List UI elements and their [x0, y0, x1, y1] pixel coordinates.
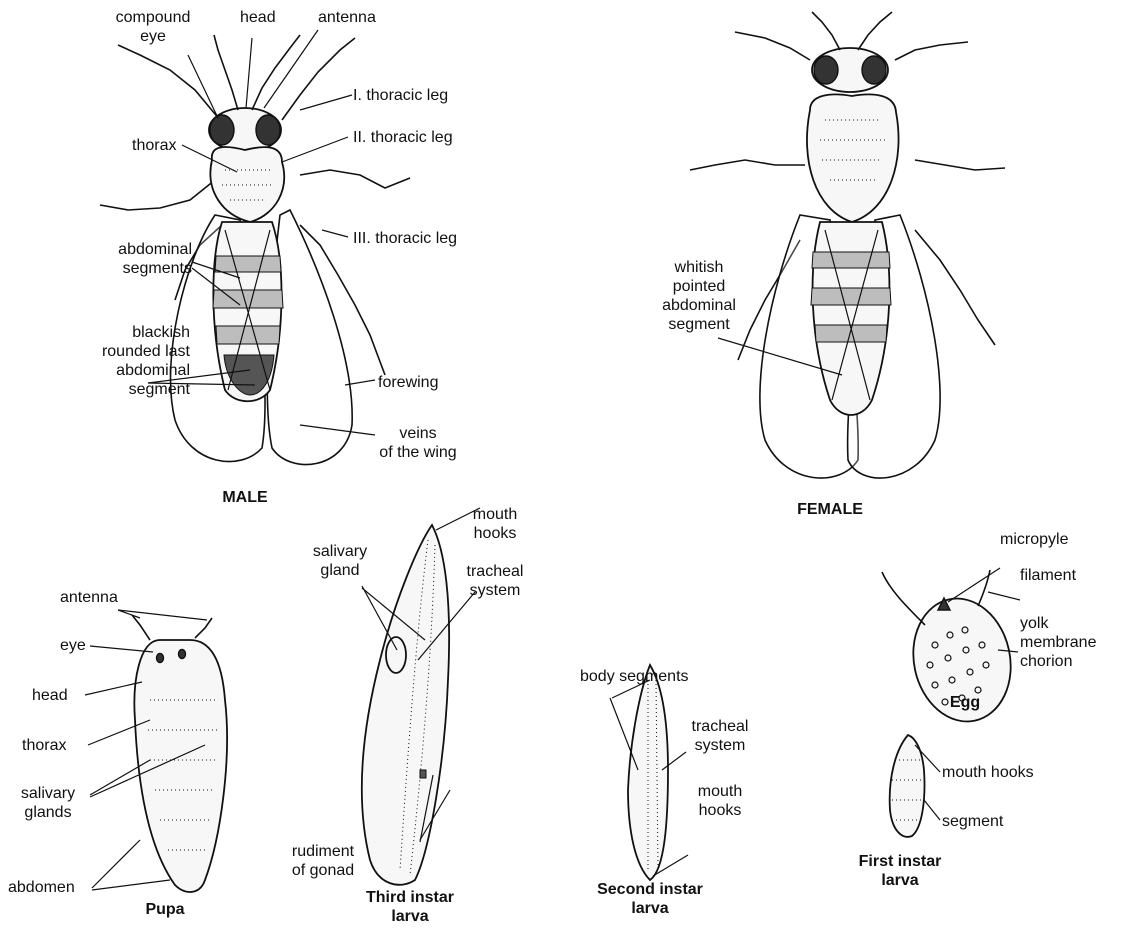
- first-label-mouth-hooks: mouth hooks: [942, 763, 1034, 782]
- caption-pupa: Pupa: [130, 900, 200, 919]
- second-label-tracheal-system: tracheal system: [680, 717, 760, 755]
- label-head: head: [240, 8, 276, 27]
- female-thorax: [807, 94, 899, 222]
- label-last-segment: blackish rounded last abdominal segment: [40, 323, 190, 399]
- label-antenna: antenna: [318, 8, 376, 27]
- pupa-drawing: [132, 615, 227, 892]
- third-label-mouth-hooks: mouth hooks: [460, 505, 530, 543]
- caption-first-instar: First instar larva: [840, 852, 960, 890]
- label-thorax: thorax: [132, 136, 176, 155]
- label-pointed-segment: whitish pointed abdominal segment: [640, 258, 758, 334]
- first-label-segment: segment: [942, 812, 1003, 831]
- pupa-body: [134, 640, 227, 892]
- caption-female: FEMALE: [775, 500, 885, 519]
- pupa-label-thorax: thorax: [22, 736, 66, 755]
- pupa-label-eye: eye: [60, 636, 86, 655]
- caption-male: MALE: [200, 488, 290, 507]
- male-thorax: [210, 147, 284, 222]
- label-abdominal-segments: abdominal segments: [100, 240, 192, 278]
- caption-second-instar: Second instar larva: [560, 880, 740, 918]
- egg-label-filament: filament: [1020, 566, 1076, 585]
- caption-egg: Egg: [935, 693, 995, 712]
- third-label-salivary-gland: salivary gland: [300, 542, 380, 580]
- caption-third-instar: Third instar larva: [340, 888, 480, 926]
- female-fly-drawing: [690, 12, 1005, 478]
- third-label-tracheal-system: tracheal system: [450, 562, 540, 600]
- label-thoracic-leg-1: I. thoracic leg: [353, 86, 448, 105]
- label-compound-eye: compound eye: [108, 8, 198, 46]
- pupa-label-head: head: [32, 686, 68, 705]
- second-label-mouth-hooks: mouth hooks: [685, 782, 755, 820]
- label-forewing: forewing: [378, 373, 438, 392]
- third-label-rudiment-of-gonad: rudiment of gonad: [278, 842, 368, 880]
- egg-label-micropyle: micropyle: [1000, 530, 1068, 549]
- pupa-label-antenna: antenna: [60, 588, 118, 607]
- second-label-body-segments: body segments: [580, 667, 689, 686]
- label-thoracic-leg-3: III. thoracic leg: [353, 229, 457, 248]
- label-veins: veins of the wing: [378, 424, 458, 462]
- second-instar-larva-drawing: [628, 665, 668, 880]
- label-thoracic-leg-2: II. thoracic leg: [353, 128, 453, 147]
- egg-label-yolk-membrane-chorion: yolk membrane chorion: [1020, 614, 1096, 671]
- pupa-label-abdomen: abdomen: [8, 878, 75, 897]
- pupa-label-salivary-glands: salivary glands: [8, 784, 88, 822]
